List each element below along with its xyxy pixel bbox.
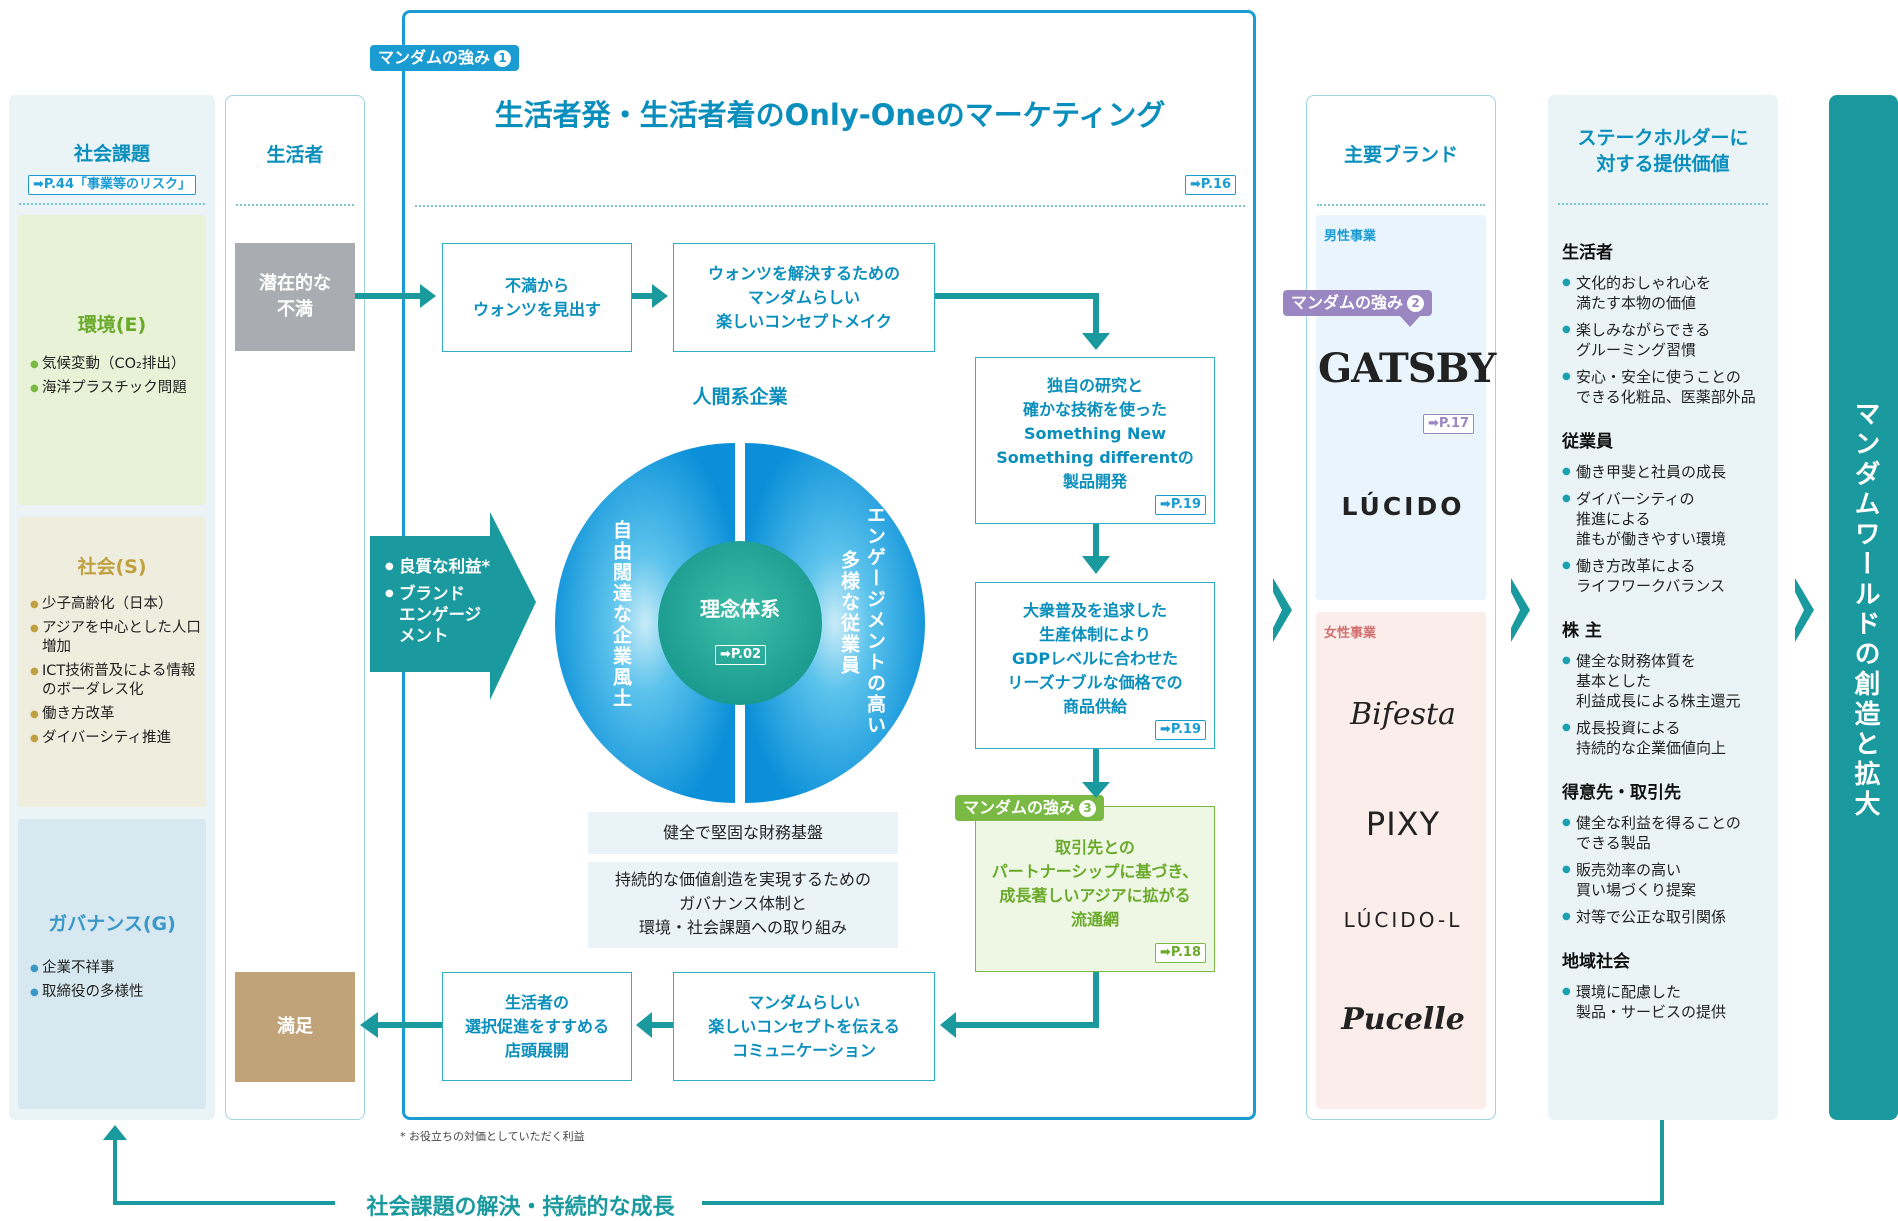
stakeholder-value-item: 働き甲斐と社員の成長 — [1562, 462, 1772, 482]
social-issue-item: ICT技術普及による情報のボーダレス化 — [30, 662, 202, 700]
brand-gatsby: GATSBY — [1318, 345, 1496, 392]
financial-foundation-box: 健全で堅固な財務基盤 — [588, 812, 898, 854]
environment-items: 気候変動（CO₂排出） 海洋プラスチック問題 — [30, 355, 202, 403]
philosophy-center-label: 理念体系 — [700, 597, 780, 621]
social-issue-item: 海洋プラスチック問題 — [30, 379, 202, 398]
stakeholder-value-item: 安心・安全に使うことの できる化粧品、医薬部外品 — [1562, 367, 1772, 407]
stakeholder-group: 地域社会環境に配慮した 製品・サービスの提供 — [1562, 947, 1772, 1022]
brand-lucido-l: LÚCIDO-L — [1343, 908, 1463, 932]
women-business-label: 女性事業 — [1324, 626, 1377, 641]
flow-step2-box: ウォンツを解決するための マンダムらしい 楽しいコンセプトメイク — [673, 243, 935, 352]
latent-dissatisfaction-box: 潜在的な 不満 — [235, 243, 355, 351]
governance-items: 企業不祥事取締役の多様性 — [30, 959, 202, 1007]
stakeholder-group: 得意先・取引先健全な利益を得ることの できる製品販売効率の高い 買い場づくり提案… — [1562, 778, 1772, 927]
flow-step7-box: 生活者の 選択促進をすすめる 店頭展開 — [442, 972, 632, 1081]
flow-step3-box: 独自の研究と 確かな技術を使った Something New Something… — [975, 357, 1215, 524]
social-issue-item: 少子高齢化（日本） — [30, 595, 202, 614]
stakeholder-title: ステークホルダーに 対する提供価値 — [1577, 127, 1749, 175]
social-issues-title: 社会課題 — [73, 143, 150, 165]
environment-title: 環境(E) — [77, 314, 147, 336]
profit-arrow-text: ●良質な利益* ●ブランド エンゲージ メント — [385, 557, 491, 645]
strength1-ref[interactable]: ➡P.16 — [1185, 175, 1237, 195]
social-issue-item: 企業不祥事 — [30, 959, 202, 978]
brand-lucido: LÚCIDO — [1341, 492, 1465, 521]
good-profit-label: 良質な利益* — [399, 557, 491, 576]
stakeholder-column: ステークホルダーに 対する提供価値 生活者文化的おしゃれ心を 満たす本物の価値楽… — [1548, 95, 1778, 1120]
stakeholder-value-item: 働き方改革による ライフワークバランス — [1562, 556, 1772, 596]
satisfaction-box: 満足 — [235, 972, 355, 1082]
stakeholder-group: 従業員働き甲斐と社員の成長ダイバーシティの 推進による 誰もが働きやすい環境働き… — [1562, 427, 1772, 596]
men-business-label: 男性事業 — [1324, 229, 1377, 244]
mandom-world-label: マンダムワールドの創造と拡大 — [1850, 400, 1880, 820]
social-issue-item: アジアを中心とした人口増加 — [30, 619, 202, 657]
flow-step4-box: 大衆普及を追求した 生産体制により GDPレベルに合わせた リーズナブルな価格で… — [975, 582, 1215, 749]
human-company-circle — [555, 443, 925, 803]
brands-ref[interactable]: ➡P.17 — [1423, 414, 1475, 434]
social-issues-ref[interactable]: ➡P.44「事業等のリスク」 — [27, 175, 197, 195]
governance-foundation-box: 持続的な価値創造を実現するための ガバナンス体制と 環境・社会課題への取り組み — [588, 862, 898, 948]
social-issue-item: 働き方改革 — [30, 705, 202, 724]
stakeholder-group: 株 主健全な財務体質を 基本とした 利益成長による株主還元成長投資による 持続的… — [1562, 616, 1772, 758]
right-half-label-1: エンゲージメントの高い — [864, 505, 886, 736]
men-business-panel: 男性事業 — [1316, 215, 1486, 600]
stakeholder-group-title: 地域社会 — [1562, 952, 1630, 972]
right-half-label-2: 多様な従業員 — [838, 550, 860, 676]
strength2-pointer — [1400, 316, 1420, 327]
brand-engagement-label: ブランド エンゲージ メント — [399, 584, 482, 645]
brand-bifesta: Bifesta — [1350, 697, 1456, 732]
consumer-title: 生活者 — [266, 144, 324, 166]
social-issue-item: ダイバーシティ推進 — [30, 729, 202, 748]
step3-ref[interactable]: ➡P.19 — [1154, 495, 1206, 515]
stakeholder-group-title: 得意先・取引先 — [1562, 783, 1681, 803]
human-company-title: 人間系企業 — [692, 386, 788, 408]
governance-category: ガバナンス(G) 企業不祥事取締役の多様性 — [18, 819, 206, 1109]
footnote: * お役立ちの対価としていただく利益 — [400, 1130, 585, 1143]
strength1-title: 生活者発・生活者着のOnly-Oneのマーケティング — [494, 98, 1166, 132]
governance-title: ガバナンス(G) — [48, 913, 176, 935]
stakeholder-group-title: 生活者 — [1562, 243, 1613, 263]
stakeholder-value-item: 文化的おしゃれ心を 満たす本物の価値 — [1562, 273, 1772, 313]
flow-step1-box: 不満から ウォンツを見出す — [442, 243, 632, 352]
environment-category: 環境(E) 気候変動（CO₂排出） 海洋プラスチック問題 — [18, 215, 206, 505]
society-category: 社会(S) 少子高齢化（日本） アジアを中心とした人口増加 ICT技術普及による情報… — [18, 517, 206, 807]
stakeholder-groups: 生活者文化的おしゃれ心を 満たす本物の価値楽しみながらできる グルーミング習慣安… — [1562, 238, 1772, 1042]
brands-title: 主要ブランド — [1343, 144, 1458, 166]
society-items: 少子高齢化（日本） アジアを中心とした人口増加 ICT技術普及による情報のボーダレス… — [30, 595, 202, 753]
society-title: 社会(S) — [77, 556, 147, 578]
stakeholder-value-item: 成長投資による 持続的な企業価値向上 — [1562, 718, 1772, 758]
mandom-world-bar — [1829, 95, 1898, 1120]
stakeholder-value-item: 楽しみながらできる グルーミング習慣 — [1562, 320, 1772, 360]
stakeholder-group: 生活者文化的おしゃれ心を 満たす本物の価値楽しみながらできる グルーミング習慣安… — [1562, 238, 1772, 407]
philosophy-ref[interactable]: ➡P.02 — [715, 645, 767, 665]
left-half-label: 自由闊達な企業風土 — [610, 520, 632, 709]
stakeholder-value-item: 健全な利益を得ることの できる製品 — [1562, 813, 1772, 853]
step5-ref[interactable]: ➡P.18 — [1154, 943, 1206, 963]
bottom-loop-label: 社会課題の解決・持続的な成長 — [343, 1189, 698, 1221]
social-issue-item: 取締役の多様性 — [30, 983, 202, 1002]
step4-ref[interactable]: ➡P.19 — [1154, 720, 1206, 740]
stakeholder-value-item: 健全な財務体質を 基本とした 利益成長による株主還元 — [1562, 651, 1772, 711]
brand-pucelle: Pucelle — [1341, 1002, 1465, 1037]
stakeholder-value-item: ダイバーシティの 推進による 誰もが働きやすい環境 — [1562, 489, 1772, 549]
stakeholder-value-item: 販売効率の高い 買い場づくり提案 — [1562, 860, 1772, 900]
social-issue-item: 気候変動（CO₂排出） — [30, 355, 202, 374]
stakeholder-value-item: 対等で公正な取引関係 — [1562, 907, 1772, 927]
women-business-panel: 女性事業 — [1316, 612, 1486, 1109]
flow-step6-box: マンダムらしい 楽しいコンセプトを伝える コミュニケーション — [673, 972, 935, 1081]
brand-pixy: PIXY — [1365, 805, 1441, 843]
stakeholder-group-title: 株 主 — [1562, 621, 1602, 641]
stakeholder-value-item: 環境に配慮した 製品・サービスの提供 — [1562, 982, 1772, 1022]
stakeholder-group-title: 従業員 — [1562, 432, 1613, 452]
flow-step5-box: 取引先との パートナーシップに基づき、 成長著しいアジアに拡がる 流通網 ➡P.… — [975, 806, 1215, 972]
